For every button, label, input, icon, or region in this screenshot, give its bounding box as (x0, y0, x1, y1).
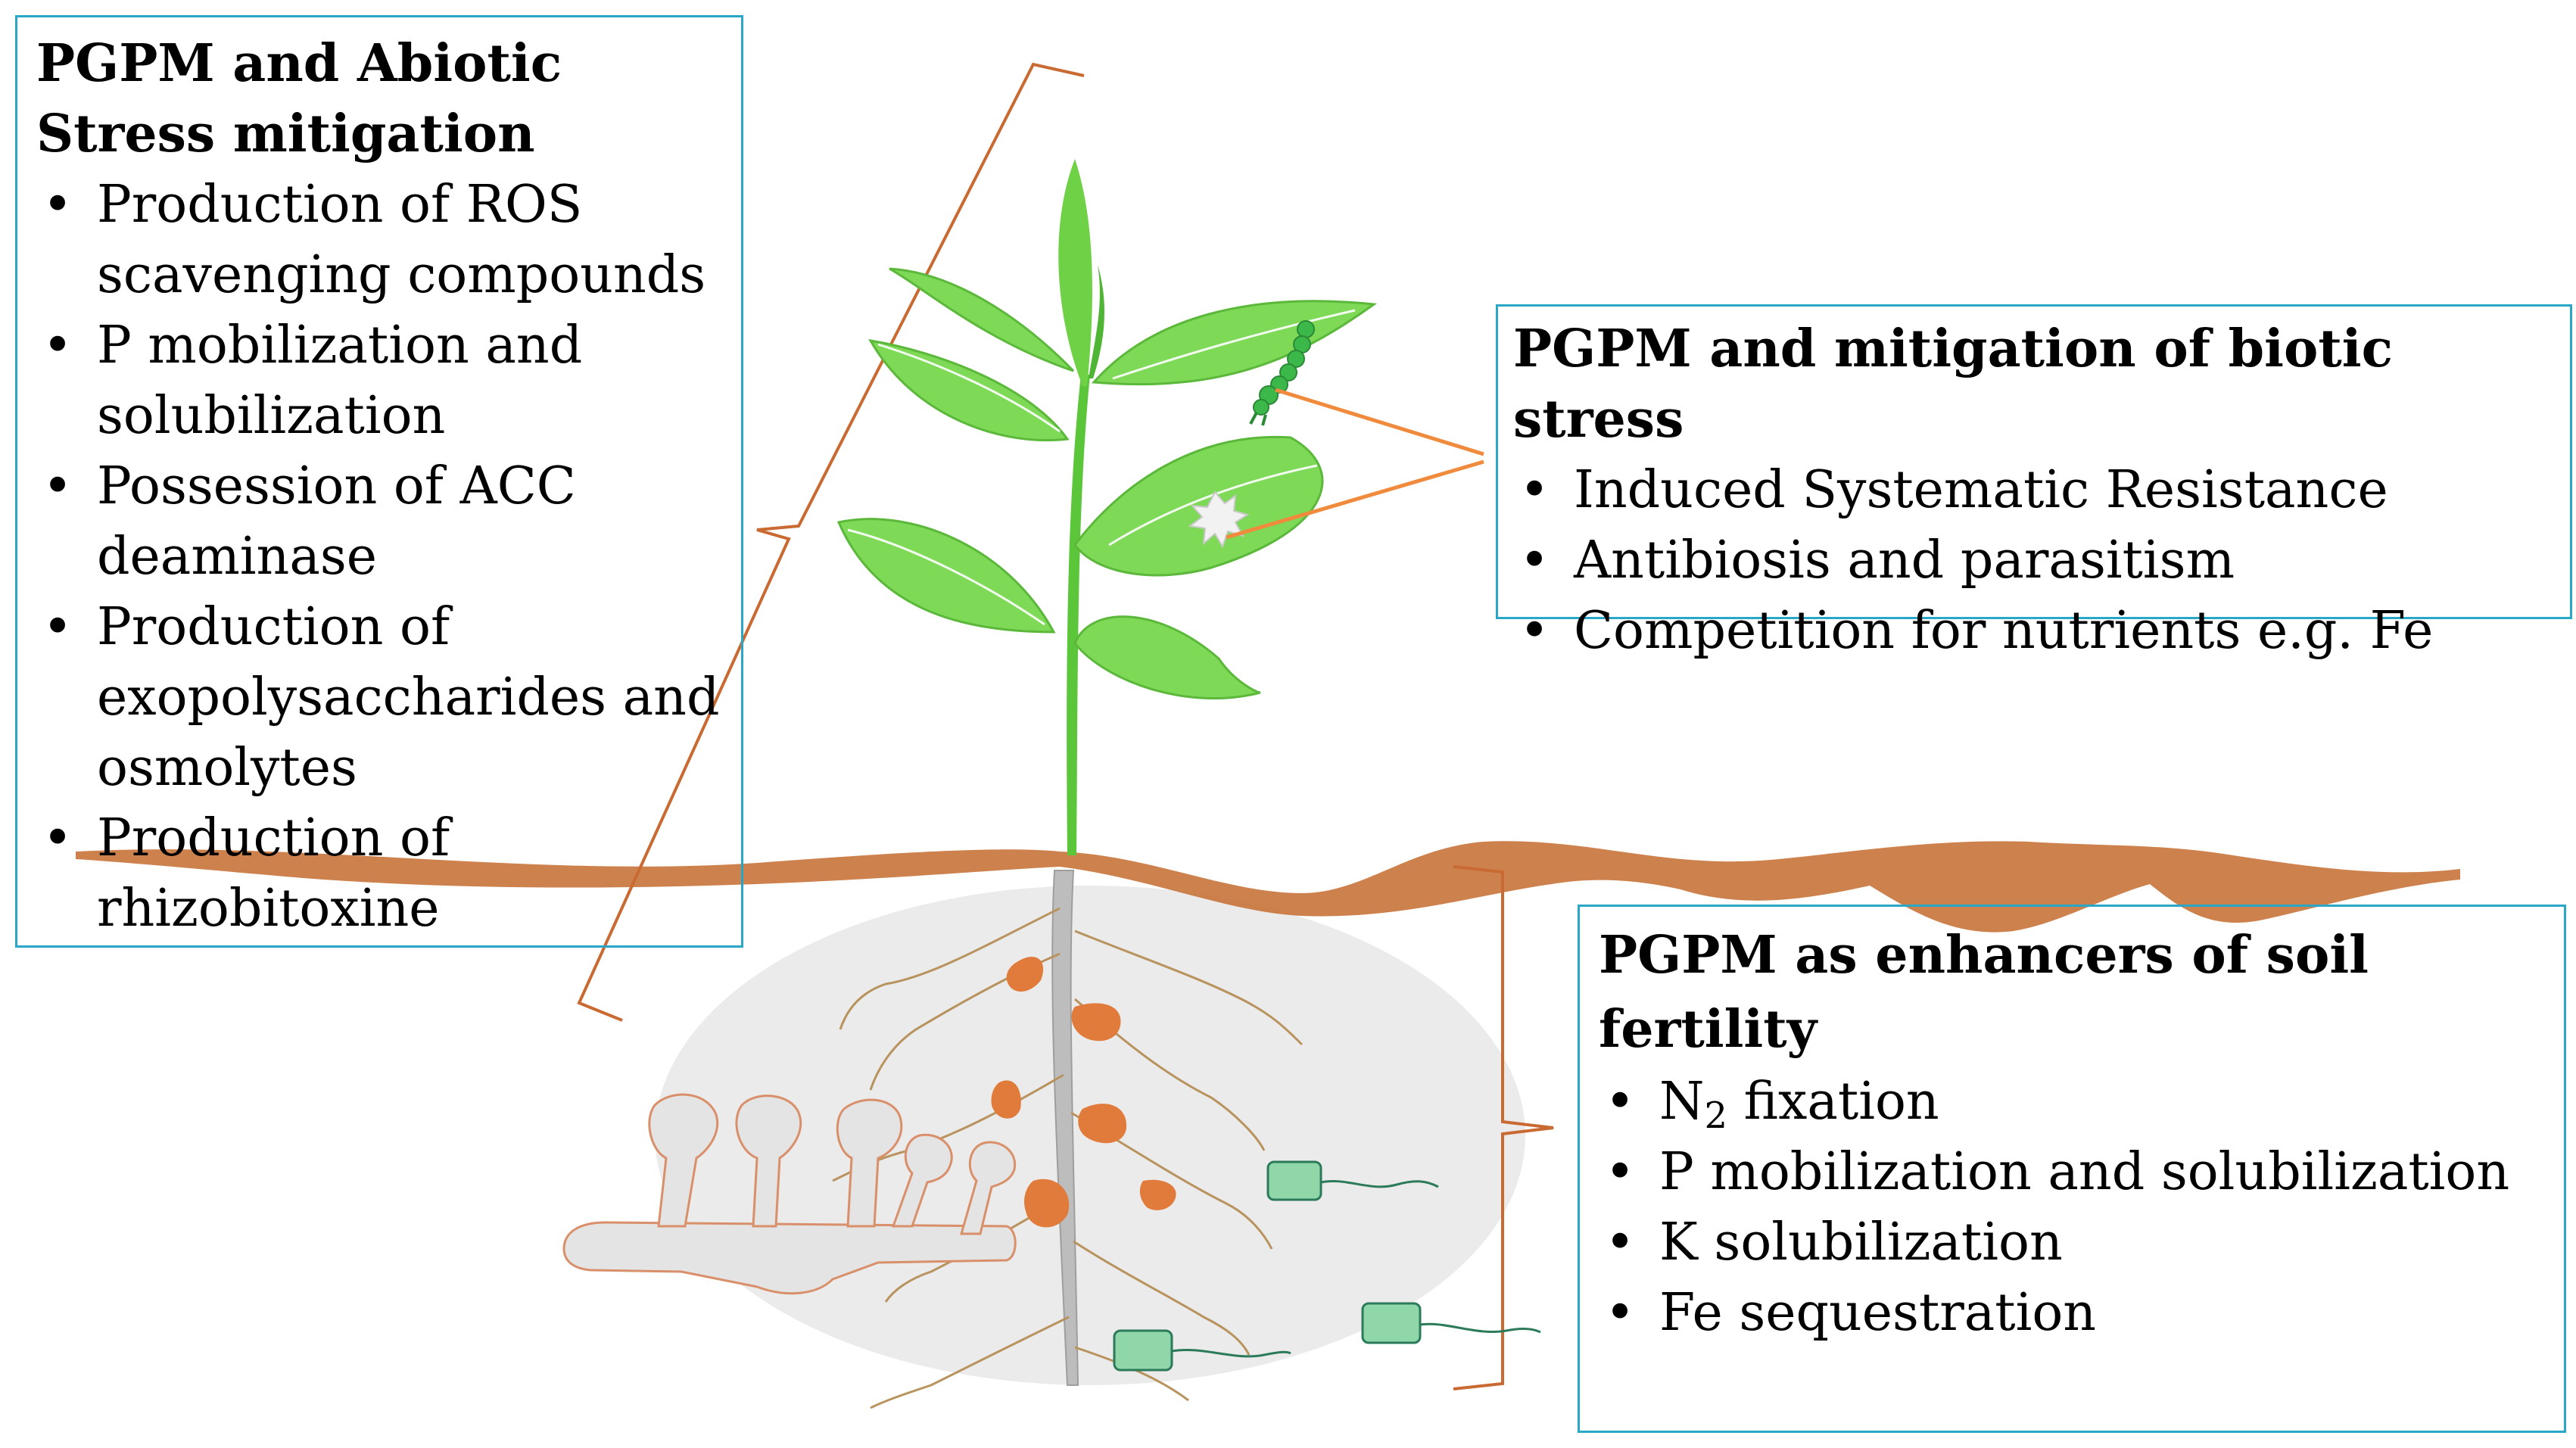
list-item: Production of exopolysaccharides and osm… (36, 592, 741, 803)
plant-tip-side (1089, 265, 1104, 378)
list-item: Production of ROS scavenging compounds (36, 170, 741, 310)
n2-text: fixation (1727, 1072, 1939, 1132)
leaf-lesion-icon (1188, 490, 1250, 549)
caterpillar-icon (1249, 320, 1315, 426)
leaf-upper-left (889, 267, 1075, 372)
taproot (1051, 870, 1079, 1386)
list-item: Competition for nutrients e.g. Fe (1513, 596, 2570, 666)
leaf-right-lower (1073, 615, 1261, 700)
list-item: Fe sequestration (1599, 1278, 2564, 1348)
leaf-mid-left (868, 338, 1070, 442)
list-item: P mobilization and solubilization (1599, 1137, 2564, 1207)
list-item: P mobilization and solubilization (36, 310, 741, 451)
abiotic-list: Production of ROS scavenging compounds P… (36, 170, 741, 944)
fertility-panel-title: PGPM as enhancers of soil fertility (1599, 925, 2369, 1060)
abiotic-stress-panel: PGPM and Abiotic Stress mitigation Produ… (15, 15, 743, 948)
abiotic-panel-title: PGPM and Abiotic Stress mitigation (36, 33, 562, 164)
leaf-left-lower (836, 518, 1056, 634)
list-item: Induced Systematic Resistance (1513, 455, 2570, 525)
biotic-panel-title: PGPM and mitigation of biotic stress (1513, 319, 2394, 450)
plant-stem (1067, 375, 1090, 855)
soil-surface (76, 841, 2460, 933)
pointer-lines (1226, 388, 1484, 540)
plant-tip (1058, 159, 1092, 386)
root-bracket (1453, 865, 1554, 1390)
bacterium-icon (1113, 1160, 1541, 1372)
fertility-list: N2 fixation P mobilization and solubiliz… (1599, 1067, 2564, 1348)
list-item-n2-fixation: N2 fixation (1599, 1067, 2564, 1137)
biotic-list: Induced Systematic Resistance Antibiosis… (1513, 455, 2570, 666)
n2-subscript: 2 (1704, 1095, 1728, 1137)
biotic-stress-panel: PGPM and mitigation of biotic stress Ind… (1496, 304, 2572, 666)
list-item: K solubilization (1599, 1207, 2564, 1278)
list-item: Antibiosis and parasitism (1513, 525, 2570, 596)
soil-fertility-panel: PGPM as enhancers of soil fertility N2 f… (1578, 905, 2566, 1433)
root-nodule-icon (991, 957, 1176, 1228)
list-item: Possession of ACC deaminase (36, 451, 741, 592)
list-item: Production of rhizobitoxine (36, 803, 741, 944)
n2-symbol: N (1659, 1072, 1705, 1132)
aerial-bracket (577, 62, 1085, 1022)
mycorrhizal-fungi-icon (562, 1093, 1017, 1295)
